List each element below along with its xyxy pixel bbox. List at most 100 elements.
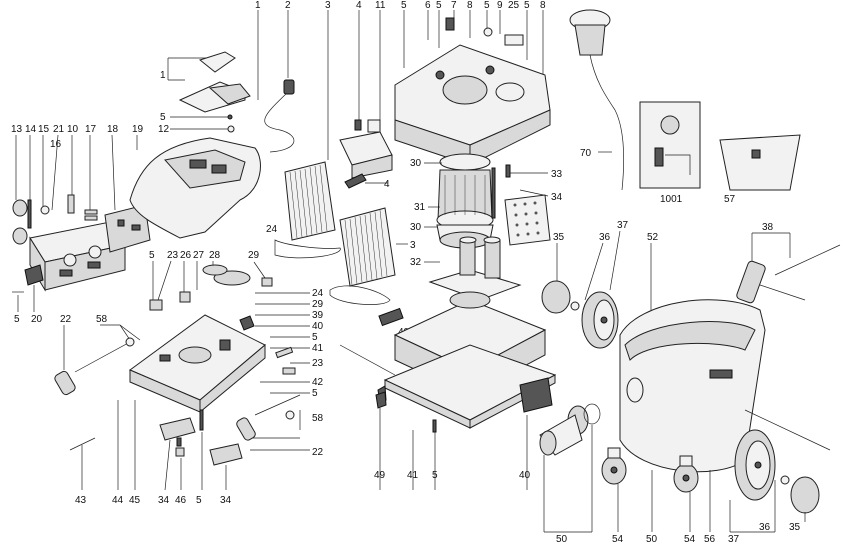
callout-28: 28 bbox=[209, 250, 221, 261]
circuit-board bbox=[104, 204, 151, 253]
left-callouts: 13 14 15 21 16 10 17 18 19 bbox=[11, 124, 144, 150]
callout-40: 40 bbox=[519, 470, 531, 481]
callout-26: 26 bbox=[180, 250, 192, 261]
callout-31: 31 bbox=[414, 202, 426, 213]
container-tank bbox=[619, 299, 766, 473]
callout-52: 52 bbox=[647, 232, 659, 243]
mid-left-callouts: 5 23 26 27 28 bbox=[149, 250, 221, 261]
callout-70: 70 bbox=[580, 148, 592, 159]
callout-1001: 1001 bbox=[660, 194, 683, 205]
callout-40: 40 bbox=[312, 321, 324, 332]
center-callouts: 24 29 39 40 5 41 23 42 5 58 22 bbox=[312, 288, 324, 458]
suction-hose bbox=[569, 9, 625, 191]
callout-41: 41 bbox=[312, 343, 324, 354]
callout-1: 1 bbox=[160, 70, 166, 81]
callout-29: 29 bbox=[248, 250, 260, 261]
callout-5: 5 bbox=[14, 314, 20, 325]
callout-5: 5 bbox=[196, 495, 202, 506]
callout-5: 5 bbox=[312, 388, 318, 399]
callout-5: 5 bbox=[432, 470, 438, 481]
callout-56: 56 bbox=[704, 534, 716, 545]
callout-38: 38 bbox=[762, 222, 774, 233]
callout-16: 16 bbox=[50, 139, 62, 150]
callout-8: 8 bbox=[467, 0, 473, 11]
callout-21: 21 bbox=[53, 124, 65, 135]
callout-20: 20 bbox=[31, 314, 43, 325]
callout-57: 57 bbox=[724, 194, 736, 205]
callout-44: 44 bbox=[112, 495, 124, 506]
callout-33: 33 bbox=[551, 169, 563, 180]
top-cover bbox=[129, 137, 261, 239]
callout-3: 3 bbox=[325, 0, 331, 11]
callout-7: 7 bbox=[451, 0, 457, 11]
bottom-callouts: 49 41 5 40 43 44 45 34 46 5 34 50 54 50 … bbox=[75, 470, 801, 545]
left-leaders bbox=[15, 134, 138, 211]
callout-23: 23 bbox=[312, 358, 324, 369]
caster-wheel bbox=[673, 455, 699, 493]
callout-34: 34 bbox=[551, 192, 563, 203]
callout-49: 49 bbox=[374, 470, 386, 481]
callout-1: 1 bbox=[255, 0, 261, 11]
motor-bracket bbox=[339, 119, 393, 189]
callout-5: 5 bbox=[401, 0, 407, 11]
callout-5: 5 bbox=[160, 112, 166, 123]
callout-34: 34 bbox=[158, 495, 170, 506]
gasket bbox=[274, 239, 341, 259]
callout-15: 15 bbox=[38, 124, 50, 135]
callout-5: 5 bbox=[436, 0, 442, 11]
filter-bag bbox=[719, 134, 801, 191]
callout-24: 24 bbox=[312, 288, 324, 299]
top-leaders bbox=[257, 10, 544, 160]
callout-18: 18 bbox=[107, 124, 119, 135]
callout-2: 2 bbox=[285, 0, 291, 11]
callout-12: 12 bbox=[158, 124, 170, 135]
callout-13: 13 bbox=[11, 124, 23, 135]
callout-36: 36 bbox=[599, 232, 611, 243]
top-callouts: 1 2 3 4 11 5 6 5 7 8 5 9 25 5 8 bbox=[255, 0, 546, 11]
callout-8: 8 bbox=[540, 0, 546, 11]
callout-45: 45 bbox=[129, 495, 141, 506]
callout-42: 42 bbox=[312, 377, 324, 388]
rear-wheel bbox=[541, 280, 619, 349]
callout-58: 58 bbox=[312, 413, 324, 424]
callout-5: 5 bbox=[312, 332, 318, 343]
rear-wheel bbox=[734, 429, 820, 514]
filter-mat bbox=[504, 194, 551, 246]
callout-22: 22 bbox=[312, 447, 324, 458]
callout-4: 4 bbox=[384, 179, 390, 190]
callout-54: 54 bbox=[612, 534, 624, 545]
control-knobs bbox=[12, 194, 98, 245]
power-cable bbox=[264, 79, 295, 153]
callout-35: 35 bbox=[789, 522, 801, 533]
callout-35: 35 bbox=[553, 232, 565, 243]
callout-37: 37 bbox=[728, 534, 740, 545]
label-sticker bbox=[639, 101, 701, 189]
callout-5: 5 bbox=[524, 0, 530, 11]
motor-housing bbox=[394, 17, 551, 166]
callout-30: 30 bbox=[410, 158, 422, 169]
callout-14: 14 bbox=[25, 124, 37, 135]
callout-3: 3 bbox=[410, 240, 416, 251]
callout-9: 9 bbox=[497, 0, 503, 11]
small-part bbox=[261, 277, 273, 287]
motor bbox=[436, 153, 496, 249]
callout-25: 25 bbox=[508, 0, 520, 11]
callout-6: 6 bbox=[425, 0, 431, 11]
callout-23: 23 bbox=[167, 250, 179, 261]
callout-50: 50 bbox=[646, 534, 658, 545]
callout-50: 50 bbox=[556, 534, 568, 545]
callout-36: 36 bbox=[759, 522, 771, 533]
callout-5: 5 bbox=[149, 250, 155, 261]
gasket bbox=[329, 285, 391, 305]
callout-29: 29 bbox=[312, 299, 324, 310]
callout-24: 24 bbox=[266, 224, 278, 235]
callout-34: 34 bbox=[220, 495, 232, 506]
callout-43: 43 bbox=[75, 495, 87, 506]
latch bbox=[519, 377, 553, 413]
callout-11: 11 bbox=[375, 0, 386, 11]
callout-46: 46 bbox=[175, 495, 187, 506]
callout-27: 27 bbox=[193, 250, 205, 261]
caster-wheel bbox=[601, 447, 627, 485]
callout-17: 17 bbox=[85, 124, 97, 135]
